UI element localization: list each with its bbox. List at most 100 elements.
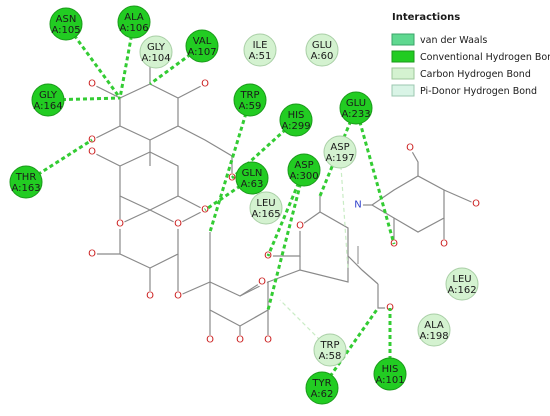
interaction-line xyxy=(339,151,349,271)
residue-disc xyxy=(235,161,269,195)
residue-name: ASN xyxy=(56,14,77,25)
residue-disc xyxy=(313,333,347,367)
residue-number: A:165 xyxy=(251,209,280,220)
residue-name: GLU xyxy=(346,98,366,109)
ligand-atoms: OOOOOOOOOOOOOOOOOOOOOOON xyxy=(87,55,481,346)
residue-disc xyxy=(243,33,277,67)
residue-disc xyxy=(185,29,219,63)
residue-disc xyxy=(279,103,313,137)
atom-background xyxy=(471,199,481,209)
residue-name: ALA xyxy=(124,12,144,23)
residue-name: GLY xyxy=(39,90,58,101)
residue-disc xyxy=(373,357,407,391)
legend-label: Carbon Hydrogen Bond xyxy=(420,69,531,80)
residue-number: A:107 xyxy=(187,47,216,58)
residue-discs: ASNA:105ALAA:106GLYA:104VALA:107ILEA:51G… xyxy=(9,5,479,405)
residue-disc xyxy=(417,313,451,347)
interaction-line xyxy=(266,169,306,311)
oxygen-atom-label: O xyxy=(296,221,304,232)
atom-background xyxy=(145,291,155,301)
residue-name: GLY xyxy=(147,42,166,53)
nitrogen-atom-label: N xyxy=(354,200,361,211)
residue-number: A:51 xyxy=(249,51,272,62)
oxygen-atom-label: O xyxy=(88,135,96,146)
residue-name: TRP xyxy=(319,340,339,351)
residue-disc xyxy=(305,371,339,405)
residue-disc xyxy=(305,33,339,67)
oxygen-atom-label: O xyxy=(440,239,448,250)
interaction-line xyxy=(208,99,252,233)
residue-disc xyxy=(233,83,267,117)
residue-number: A:162 xyxy=(447,285,476,296)
atom-background xyxy=(173,219,183,229)
atom-background xyxy=(87,79,97,89)
oxygen-atom-label: O xyxy=(406,143,414,154)
legend-label: van der Waals xyxy=(420,35,487,46)
residue-number: A:197 xyxy=(325,153,354,164)
atom-background xyxy=(263,335,273,345)
atom-background xyxy=(353,200,363,210)
oxygen-atom-label: O xyxy=(146,291,154,302)
residue-disc xyxy=(339,91,373,125)
residue-name: LEU xyxy=(452,274,471,285)
oxygen-atom-label: O xyxy=(88,79,96,90)
legend-swatch xyxy=(391,67,415,80)
residue-name: VAL xyxy=(193,36,212,47)
residue-name: THR xyxy=(15,172,37,183)
interaction-line xyxy=(354,107,396,245)
residue-number: A:300 xyxy=(289,171,318,182)
residue-name: ASP xyxy=(294,160,313,171)
residue-number: A:106 xyxy=(119,23,148,34)
residue-disc xyxy=(49,7,83,41)
residue-disc xyxy=(139,35,173,69)
residue-number: A:63 xyxy=(241,179,264,190)
legend-label: Pi-Donor Hydrogen Bond xyxy=(420,86,537,97)
residue-disc xyxy=(323,135,357,169)
atom-background xyxy=(200,79,210,89)
oxygen-atom-label: O xyxy=(174,219,182,230)
residue-name: ILE xyxy=(253,40,268,51)
oxygen-atom-label: O xyxy=(264,335,272,346)
residue-number: A:104 xyxy=(141,53,170,64)
legend-swatch xyxy=(391,33,415,46)
residue-number: A:164 xyxy=(33,101,62,112)
residue-disc xyxy=(9,165,43,199)
oxygen-atom-label: O xyxy=(206,335,214,346)
residue-name: ALA xyxy=(424,320,444,331)
atom-background xyxy=(257,277,267,287)
residue-disc xyxy=(31,83,65,117)
residue-name: LEU xyxy=(256,198,275,209)
oxygen-atom-label: O xyxy=(201,79,209,90)
oxygen-atom-label: O xyxy=(390,239,398,250)
residue-number: A:58 xyxy=(319,351,342,362)
residue-number: A:101 xyxy=(375,375,404,386)
atom-background xyxy=(295,221,305,231)
residue-number: A:198 xyxy=(419,331,448,342)
atom-background xyxy=(405,143,415,153)
atom-background xyxy=(205,335,215,345)
residue-disc xyxy=(445,267,479,301)
legend-swatch xyxy=(391,84,415,97)
residue-name: TRP xyxy=(239,90,259,101)
atom-background xyxy=(115,219,125,229)
residue-number: A:299 xyxy=(281,121,310,132)
atom-background xyxy=(173,291,183,301)
legend-label: Conventional Hydrogen Bond xyxy=(420,52,550,63)
atom-background xyxy=(263,251,273,261)
